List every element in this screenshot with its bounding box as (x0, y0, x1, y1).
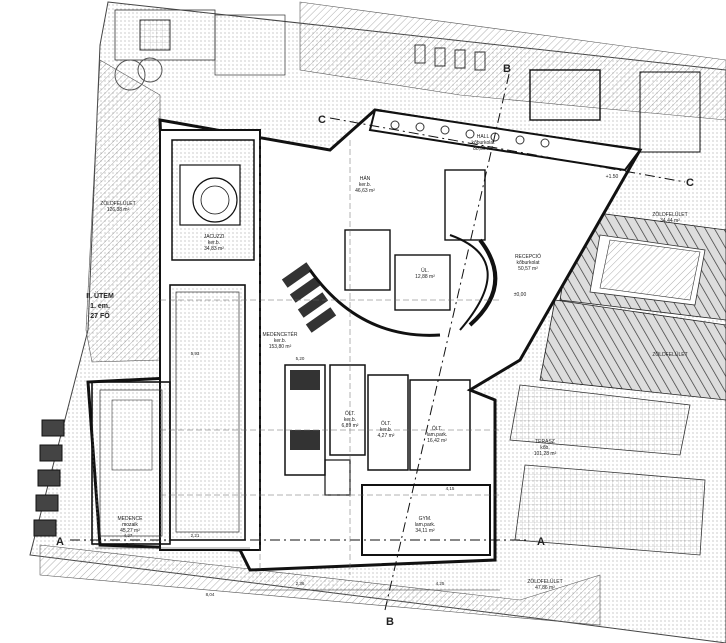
phase-label: II. ÜTEM (86, 291, 114, 300)
reception-area: 50,57 m² (518, 266, 538, 272)
dim-3: 7,48 (126, 542, 135, 547)
dress-c-area: 16,42 m² (427, 438, 447, 444)
jacuzzi-sub: ker.b. (208, 240, 220, 246)
garden-left-area: 126,38 m² (107, 207, 130, 213)
upper-hall (368, 108, 642, 172)
dim-2: 2,21 (191, 533, 200, 538)
section-line-c (329, 117, 686, 183)
dim-8: 8,04 (206, 592, 215, 597)
section-marker-c-right: C (686, 177, 694, 189)
dim-6: 2,36 (296, 581, 305, 586)
terrace-sub: kőb. (540, 445, 549, 451)
section-marker-b-top: B (503, 63, 511, 75)
pool-extension (91, 381, 171, 545)
axis-lines (160, 140, 500, 575)
gym-room (361, 484, 491, 556)
jacuzzi-area: 34,83 m² (204, 246, 224, 252)
section-marker-c-left: C (318, 114, 326, 126)
section-marker-b-bottom: B (386, 616, 394, 628)
left-stairs (33, 419, 65, 537)
dim-5: 4,15 (446, 486, 455, 491)
jacuzzi-label: JACUZZI (204, 234, 225, 240)
top-tables (414, 44, 701, 153)
pool-area: 45,27 m² (120, 528, 140, 534)
garden-left-label: ZÖLDFELÜLET (100, 200, 135, 207)
reception-desk (468, 238, 498, 327)
dress-c-sub: lam.park. (427, 432, 448, 438)
han-area: 46,63 m² (355, 188, 375, 194)
pool-hall-area: 153,80 m² (269, 344, 292, 350)
terrace-area-text: 101,28 m² (534, 451, 557, 457)
section-marker-a-right: A (537, 536, 545, 548)
capacity-label: 27 FŐ (90, 311, 110, 320)
pool-hall-label: MEDENCETÉR (262, 331, 297, 338)
curved-wall (308, 269, 441, 337)
hall-chairs (390, 120, 550, 148)
dress-a-sub: ker.b. (344, 417, 356, 423)
hall-area: 88,30 m² (473, 146, 493, 152)
pool-sub: mozaik (122, 522, 138, 528)
pool-label: MEDENCE (117, 516, 143, 522)
hall-label: HALL (477, 134, 490, 140)
garden-right-area: 34,44 m² (660, 218, 680, 224)
floor-label: 1. em. (90, 303, 110, 310)
dim-1: 4,27 (124, 533, 133, 538)
top-left-feature (114, 9, 286, 91)
lift-note: +1.50 (606, 174, 619, 180)
right-stair-bands (539, 209, 726, 401)
dim-7: 4,25 (436, 581, 445, 586)
reception-label: RECEPCIÓ (515, 253, 541, 260)
dim-4: 5,20 (296, 356, 305, 361)
reception-sub: kőburkolat (516, 260, 540, 266)
dress-a-label: ÖLT. (345, 410, 355, 417)
hall-sub: kőburkolat (471, 140, 495, 146)
dress-b-area: 4,27 m² (378, 433, 395, 439)
dim-9: 5,93 (191, 351, 200, 356)
jacuzzi-circle (192, 177, 238, 223)
pool-hall-sub: ker.b. (274, 338, 286, 344)
gym-label: GYM. (419, 516, 432, 522)
terrace-area (509, 384, 691, 456)
terrace-lower (514, 464, 706, 556)
hall-partitions (344, 169, 486, 311)
lounge-seating (281, 262, 337, 333)
dress-b-label: ÖLT. (381, 420, 391, 427)
gym-area: 34,11 m² (415, 528, 435, 534)
garden-bottom-area (39, 544, 601, 626)
dress-a-area: 6,89 m² (342, 423, 359, 429)
garden-left-area (85, 59, 161, 363)
ul-area: 12,88 m² (415, 274, 435, 280)
dress-b-sub: ker.b. (380, 427, 392, 433)
swimming-pool (169, 284, 246, 541)
garden-bottom-area: 47,86 m² (535, 585, 555, 591)
dress-c-label: ÖLT. (432, 425, 442, 432)
garden-bottom-label: ZÖLDFELÜLET (527, 578, 562, 585)
terrace-label: TERASZ (535, 439, 555, 445)
gym-sub: lam.park. (415, 522, 436, 528)
garden-right-label: ZÖLDFELÜLET (652, 211, 687, 218)
level-note: ±0,00 (514, 292, 527, 298)
garden-mid-label: ZÖLDFELÜLET (652, 351, 687, 358)
section-line-b (384, 69, 511, 611)
han-sub: ker.b. (359, 182, 371, 188)
change-rooms (284, 364, 471, 496)
ul-label: ÜL. (421, 267, 429, 274)
han-label: HÁN (360, 175, 371, 182)
section-marker-a-left: A (56, 536, 64, 548)
